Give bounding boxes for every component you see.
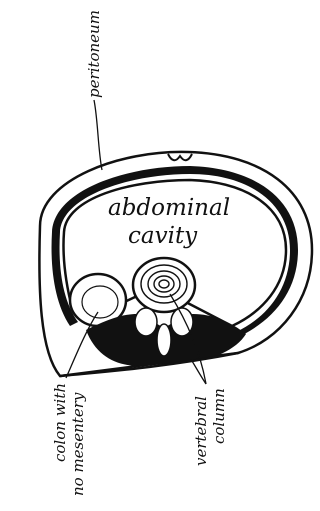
peritoneum-label: peritoneum bbox=[85, 10, 103, 98]
peritoneum-leader bbox=[94, 100, 102, 170]
colon-label-line2: no mesentery bbox=[69, 392, 87, 496]
cavity-label: cavity bbox=[128, 223, 198, 249]
vertebral-body bbox=[133, 258, 195, 312]
linea-alba-notch bbox=[168, 154, 192, 160]
colon-label-line1: colon with bbox=[51, 383, 69, 462]
abdominal-label: abdominal bbox=[108, 195, 230, 221]
vertebral-label-line2: column bbox=[210, 388, 228, 444]
vertebral-label-line1: vertebral bbox=[192, 396, 210, 466]
